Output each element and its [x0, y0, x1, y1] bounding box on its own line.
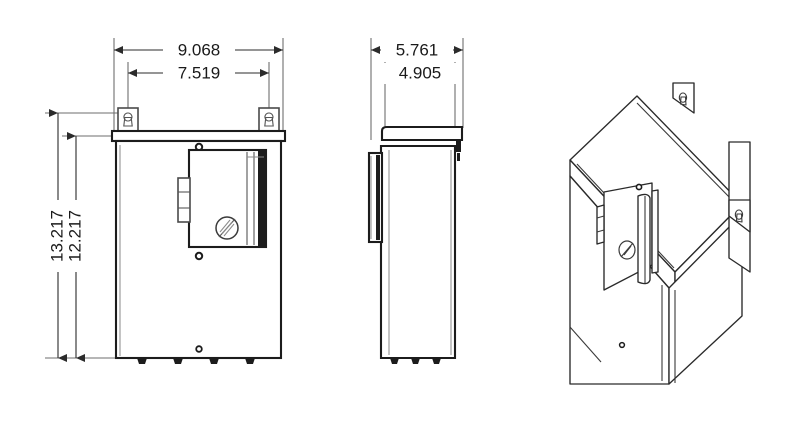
side-foot-1: [390, 358, 399, 364]
foot-3: [209, 358, 219, 364]
side-foot-2: [411, 358, 420, 364]
iso-handle-lever-side: [651, 189, 659, 274]
iso-cover-screw-bottom: [618, 341, 626, 349]
iso-hinge-knuckle-2: [596, 229, 605, 233]
mounting-tab-left-plate: [117, 107, 139, 133]
dim-label-side-depth-body: 4.905: [399, 63, 442, 82]
dimension-front-width-mounting: 7.519: [128, 63, 269, 84]
handle-lever-shadow: [258, 151, 265, 246]
iso-keyhole-left-circle: [678, 92, 688, 103]
side-view: 5.761 4.905: [367, 38, 464, 364]
knob-hatch-3: [219, 219, 231, 233]
rotary-disconnect-knob-icon: [215, 216, 239, 240]
foot-2: [173, 358, 183, 364]
iso-body-right-face: [668, 213, 743, 385]
knob-hatch-2: [223, 223, 235, 237]
front-view: 9.068 7.519 13.217 12.217: [45, 38, 287, 364]
side-hinge-assembly: [367, 151, 384, 244]
iso-handle-hinge: [596, 204, 605, 245]
front-feet: [137, 358, 255, 364]
keyhole-icon-left-circle: [123, 112, 133, 122]
side-latch-tab: [456, 139, 461, 152]
dim-label-front-width-mounting: 7.519: [178, 63, 221, 82]
dimension-front-height-overall: 13.217: [47, 109, 69, 362]
dim-label-front-width-overall: 9.068: [178, 40, 221, 59]
iso-handle-lever: [637, 193, 651, 285]
side-rain-hood: [380, 125, 464, 142]
front-handle-assembly: [177, 148, 268, 249]
side-enclosure-body: [379, 144, 457, 360]
side-latch-assembly: [456, 139, 461, 161]
dim-text-bg-5761: [381, 40, 453, 61]
handle-hinge: [177, 177, 191, 223]
knob-hatch-1: [221, 221, 233, 235]
iso-keyhole-right-circle: [734, 209, 744, 220]
iso-tab-left-plate: [672, 82, 695, 114]
iso-tab-right-plate: [728, 199, 751, 233]
side-hinge-pin: [376, 155, 380, 240]
iso-knob-hatch-1: [623, 245, 632, 256]
iso-front-seam: [569, 326, 602, 363]
dimension-front-width-overall: 9.068: [114, 40, 283, 61]
dim-text-bg-12217: [66, 200, 87, 272]
iso-keyhole-left-slot: [679, 96, 687, 106]
keyhole-icon-right-circle: [264, 112, 274, 122]
iso-handle-assembly: [596, 182, 659, 349]
iso-knob-slash: [620, 242, 634, 258]
front-mounting-tab-left: [117, 107, 139, 133]
dim-text-bg-9068: [163, 40, 235, 61]
side-foot-3: [432, 358, 441, 364]
iso-mounting-tab-right: [728, 141, 751, 273]
front-mounting-tab-right: [258, 107, 280, 133]
dim-label-front-height-overall: 13.217: [47, 210, 66, 262]
dimension-side-depth-body: 4.905: [384, 63, 456, 84]
dim-label-side-depth-overall: 5.761: [396, 40, 439, 59]
iso-hood-back-edge: [636, 102, 737, 205]
iso-hinge-knuckle-1: [596, 215, 605, 219]
iso-keyhole-right-slot: [735, 213, 743, 223]
foot-4: [245, 358, 255, 364]
dim-text-bg-4905: [384, 63, 456, 84]
dimension-front-height-body: 12.217: [65, 132, 87, 362]
iso-cover-screw-top: [635, 183, 643, 191]
dim-text-bg-7519: [163, 63, 235, 84]
cover-screw-middle: [194, 251, 204, 261]
dim-text-bg-13217: [48, 200, 69, 272]
dim-label-front-height-body: 12.217: [65, 210, 84, 262]
keyhole-icon-right-slot: [264, 116, 274, 127]
mounting-tab-right-plate: [258, 107, 280, 133]
iso-rotary-knob-icon: [618, 240, 636, 260]
side-feet: [390, 358, 441, 364]
front-rain-hood: [110, 129, 287, 143]
keyhole-icon-left-slot: [123, 116, 133, 127]
isometric-view: [569, 82, 751, 385]
handle-box: [187, 148, 268, 249]
dimension-side-depth-overall: 5.761: [371, 40, 463, 61]
cover-screw-bottom: [195, 345, 203, 353]
foot-1: [137, 358, 147, 364]
side-latch-catch: [457, 153, 460, 161]
iso-mounting-tab-left: [672, 82, 695, 114]
